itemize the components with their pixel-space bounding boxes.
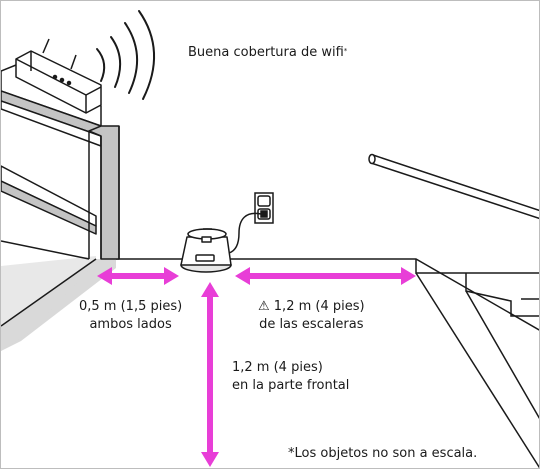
distance-arrows [97, 267, 416, 467]
front-distance-value: 1,2 m (4 pies) [232, 360, 323, 375]
router-icon [15, 38, 102, 114]
sides-distance-caption: ambos lados [89, 317, 172, 332]
stairs-distance-value: ⚠ 1,2 m (4 pies) [258, 299, 365, 314]
wall-shadow-left [1, 256, 96, 351]
stairs-distance-caption: de las escaleras [259, 317, 364, 332]
wall-pole [368, 153, 539, 220]
footnote-mark: * [343, 47, 348, 55]
wifi-waves-icon [96, 10, 155, 100]
robot-dock-icon [180, 228, 232, 273]
stairs [415, 259, 539, 468]
sides-distance-label: 0,5 m (1,5 pies) ambos lados [79, 298, 182, 334]
arrow-front [201, 282, 219, 467]
front-distance-caption: en la parte frontal [232, 378, 350, 393]
arrow-stairs [235, 267, 416, 285]
wifi-coverage-label: Buena cobertura de wifi* [188, 45, 348, 60]
power-cord [228, 212, 262, 254]
scale-disclaimer: *Los objetos no son a escala. [288, 446, 478, 461]
arrow-sides [97, 267, 179, 285]
power-outlet-icon [254, 192, 274, 224]
stairs-distance-label: ⚠ 1,2 m (4 pies) de las escaleras [258, 298, 365, 334]
front-distance-label: 1,2 m (4 pies) en la parte frontal [232, 359, 349, 395]
sides-distance-value: 0,5 m (1,5 pies) [79, 299, 183, 314]
floor-edge-left [1, 258, 97, 327]
